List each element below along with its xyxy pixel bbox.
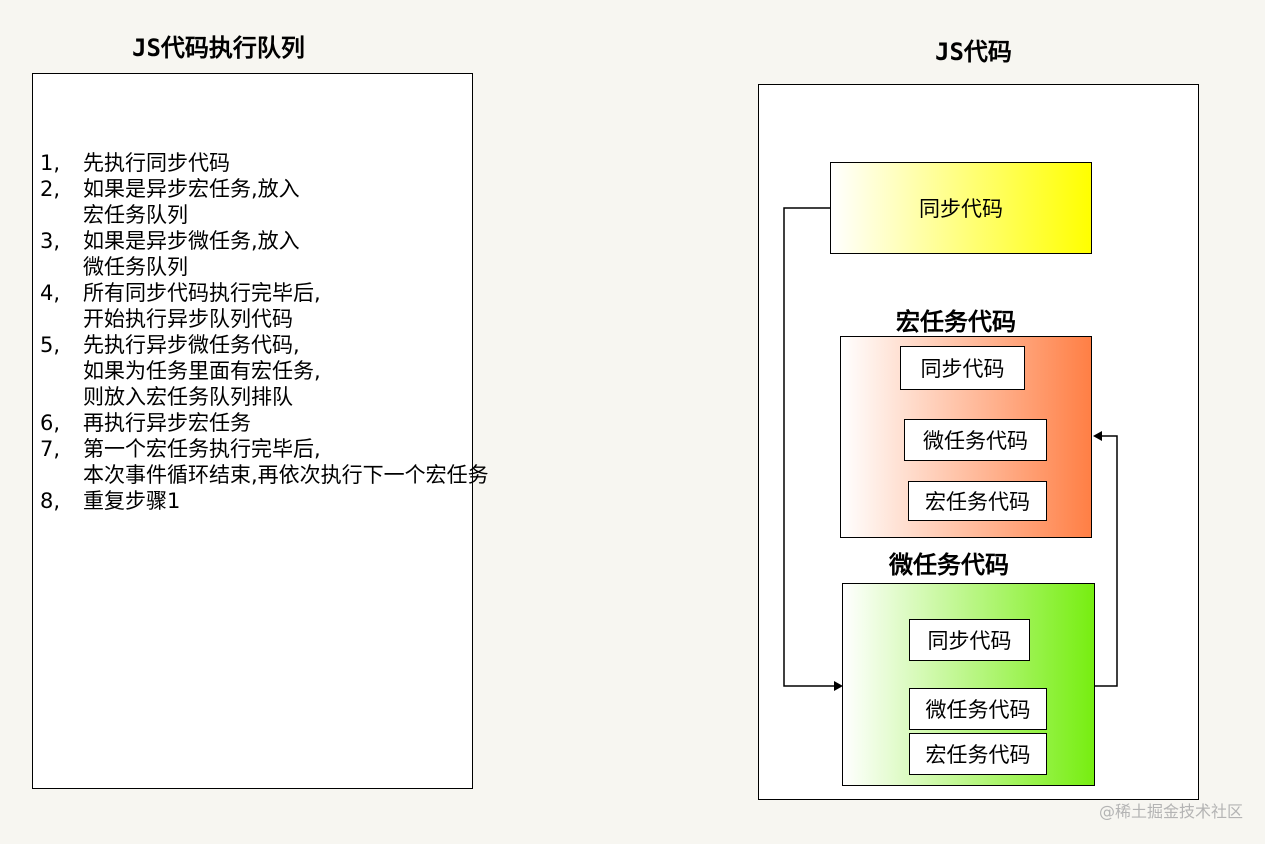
step-text: 如果是异步微任务,放入 微任务队列 [83, 229, 300, 279]
micro-to-macro-arrow [1095, 435, 1118, 687]
step-number: 5, [40, 333, 61, 357]
step-number: 4, [40, 281, 61, 305]
micro-task-label: 微任务代码 [889, 551, 1009, 579]
step-text: 第一个宏任务执行完毕后, 本次事件循环结束,再依次执行下一个宏任务 [83, 437, 489, 487]
micro-sync-box: 同步代码 [909, 619, 1030, 661]
list-item: 3, 如果是异步微任务,放入 微任务队列 [40, 228, 489, 280]
step-number: 1, [40, 151, 61, 175]
arrowhead-left [1093, 431, 1102, 441]
macro-task-label: 宏任务代码 [896, 308, 1016, 336]
micro-micro-box: 微任务代码 [909, 688, 1047, 730]
micro-macro-box: 宏任务代码 [909, 733, 1047, 775]
list-item: 6, 再执行异步宏任务 [40, 410, 489, 436]
step-text: 所有同步代码执行完毕后, 开始执行异步队列代码 [83, 281, 321, 331]
step-number: 6, [40, 411, 61, 435]
macro-macro-box: 宏任务代码 [908, 481, 1047, 521]
list-item: 1, 先执行同步代码 [40, 150, 489, 176]
list-item: 8, 重复步骤1 [40, 488, 489, 514]
step-text: 先执行异步微任务代码, 如果为任务里面有宏任务, 则放入宏任务队列排队 [83, 333, 321, 409]
step-text: 再执行异步宏任务 [83, 411, 251, 435]
step-text: 重复步骤1 [83, 489, 181, 513]
arrowhead-right [834, 681, 843, 691]
step-text: 如果是异步宏任务,放入 宏任务队列 [83, 177, 300, 227]
queue-title: JS代码执行队列 [132, 34, 305, 62]
watermark: @稀土掘金技术社区 [1098, 802, 1243, 821]
macro-sync-box: 同步代码 [900, 346, 1025, 390]
macro-micro-box: 微任务代码 [904, 419, 1047, 461]
step-number: 7, [40, 437, 61, 461]
list-item: 4, 所有同步代码执行完毕后, 开始执行异步队列代码 [40, 280, 489, 332]
sync-code-box: 同步代码 [830, 162, 1092, 254]
sync-to-micro-arrow [783, 207, 836, 687]
list-item: 7, 第一个宏任务执行完毕后, 本次事件循环结束,再依次执行下一个宏任务 [40, 436, 489, 488]
list-item: 2, 如果是异步宏任务,放入 宏任务队列 [40, 176, 489, 228]
list-item: 5, 先执行异步微任务代码, 如果为任务里面有宏任务, 则放入宏任务队列排队 [40, 332, 489, 410]
step-number: 3, [40, 229, 61, 253]
queue-panel [32, 73, 473, 789]
step-text: 先执行同步代码 [83, 151, 230, 175]
step-number: 8, [40, 489, 61, 513]
step-number: 2, [40, 177, 61, 201]
js-code-title: JS代码 [935, 38, 1012, 66]
step-list: 1, 先执行同步代码 2, 如果是异步宏任务,放入 宏任务队列 3, 如果是异步微任务… [40, 150, 489, 514]
